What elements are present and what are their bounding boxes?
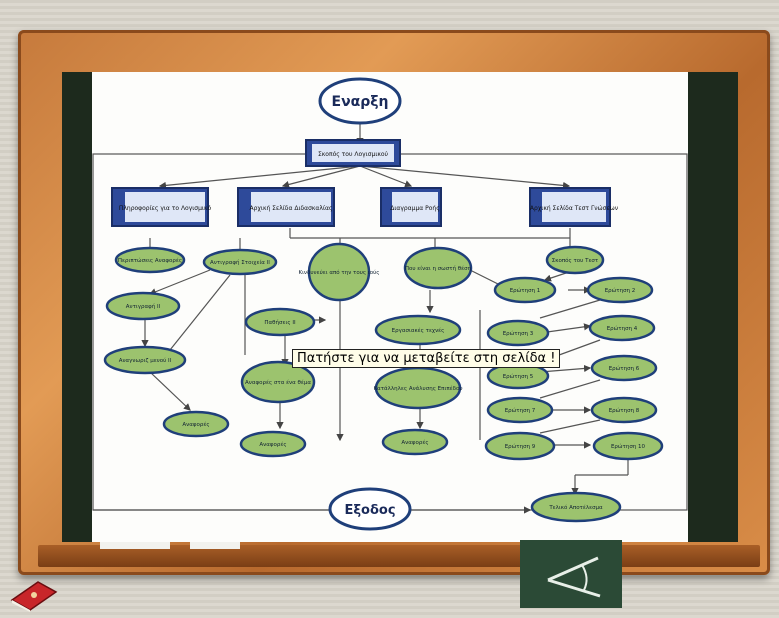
question-label: Ερώτηση 10 [611,443,646,450]
question-node[interactable] [590,354,658,382]
navigation-tooltip: Πατήστε για να μεταβείτε στη σελίδα ! [292,349,561,368]
right-label: Κατάλληλες Ανάλυσης Επιπέδου [373,385,462,392]
book-icon[interactable] [8,578,60,612]
center-node[interactable] [240,360,316,404]
center-label: Κινδυνεύει από την τους ιούς [298,269,379,276]
teach-label: Αναφορές [182,421,209,428]
center-node[interactable] [239,430,307,458]
exit-node[interactable] [328,487,412,531]
question-node[interactable] [493,276,557,304]
teach-label: Αντιγραφή Στοιχεία ΙΙ [210,259,270,266]
test-purpose-label: Σκοπός του Τεστ [552,257,599,264]
flow-label: Διαγραμμα Ροής [390,205,440,212]
compass-icon[interactable] [520,540,622,608]
right-label: Εργασιακές τεχνές [392,327,445,334]
chalk-stick [100,541,170,549]
teach-node[interactable] [105,291,181,321]
teach-label: Αναγνωριζ μενού ΙΙ [119,357,172,364]
center-node[interactable] [244,307,316,337]
right-label: Που είναι η σωστή θέση [405,265,472,272]
question-label: Ερώτηση 8 [609,407,640,414]
question-node[interactable] [592,431,664,461]
question-label: Ερώτηση 4 [607,325,638,332]
teach-node[interactable] [202,248,278,276]
question-label: Ερώτηση 2 [605,287,636,294]
test-purpose-node[interactable] [545,245,605,275]
question-node[interactable] [484,431,556,461]
purpose-label: Σκοπός του Λογισμικού [318,151,389,158]
question-label: Ερώτηση 1 [510,287,541,294]
test-end-label: Τελικό Αποτέλεσμα [548,504,603,511]
center-label: Αναφορές στα ένα θέμα [245,379,311,386]
question-label: Ερώτηση 6 [609,365,640,372]
exit-label: Εξοδος [344,503,395,518]
right-node[interactable] [374,314,462,346]
question-node[interactable] [486,396,554,424]
question-label: Ερώτηση 7 [505,407,536,414]
center-node[interactable] [307,242,371,302]
chalk-stick [190,541,240,549]
test-end-node[interactable] [530,491,622,523]
right-label: Αναφορές [401,439,428,446]
teach-node[interactable] [103,345,187,375]
right-node[interactable] [381,428,449,456]
question-node[interactable] [590,396,658,424]
teach-label: Αντιγραφή ΙΙ [126,303,161,310]
question-label: Ερώτηση 3 [503,330,534,337]
question-node[interactable] [588,314,656,342]
question-node[interactable] [586,276,654,304]
center-label: Παθήσεις ΙΙ [264,319,296,326]
test-label: Αρχική Σελίδα Τεστ Γνώσεων [530,205,619,212]
right-node[interactable] [403,246,473,290]
start-node[interactable] [318,77,402,125]
question-node[interactable] [486,319,550,347]
center-label: Αναφορές [259,441,286,448]
teach-node[interactable] [162,410,230,438]
teacher-label: Αρχική Σελίδα Διδασκαλίας [250,205,333,212]
start-label: Εναρξη [332,94,389,110]
question-label: Ερώτηση 5 [503,373,534,380]
right-node[interactable] [374,366,462,410]
question-label: Ερώτηση 9 [505,443,536,450]
teach-label: Περιπτώσεις Αναφορές [118,257,182,264]
teach-node[interactable] [114,246,186,274]
info-label: Πληροφορίες για το Λογισμικό [119,205,212,212]
